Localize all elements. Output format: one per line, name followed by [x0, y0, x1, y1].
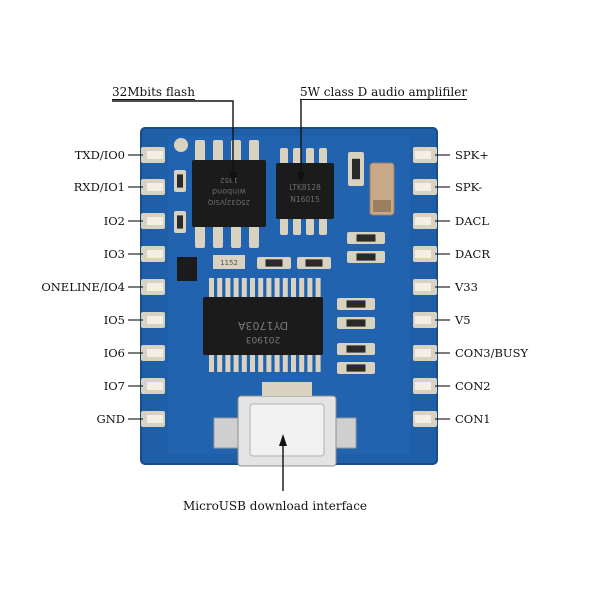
amp-chip-marking-2: N16015 — [290, 195, 320, 204]
chip-pin — [195, 226, 205, 248]
chip-pin — [258, 354, 264, 372]
pin-label-right: V5 — [455, 313, 471, 327]
chip-pin — [293, 218, 301, 235]
pin-label-left: IO3 — [103, 247, 125, 261]
flash-chip-marking-1: winbond — [212, 187, 246, 196]
chip-pin — [291, 354, 296, 372]
pin-label-right: CON1 — [455, 412, 491, 426]
chip-pin — [258, 278, 264, 298]
mounting-pad-top — [174, 138, 188, 152]
chip-pin — [282, 278, 288, 298]
pin-label-left: RXD/IO1 — [73, 180, 125, 194]
chip-pin — [217, 354, 223, 372]
flash-callout-label: 32Mbits flash — [112, 85, 195, 100]
chip-pin — [274, 278, 280, 298]
pin-label-right: SPK+ — [455, 148, 489, 162]
chip-pin — [280, 148, 288, 165]
decoder-chip-marking-1: DY1703A — [237, 319, 288, 332]
pin-leader-lines — [128, 154, 450, 420]
chip-pin — [213, 226, 223, 248]
callout-arrowheads — [229, 172, 305, 446]
chip-pin — [209, 354, 214, 372]
chip-pin — [274, 354, 280, 372]
chip-pin — [225, 278, 231, 298]
chip-pin — [217, 278, 223, 298]
callout-lines — [112, 100, 302, 491]
chip-pin — [291, 278, 296, 298]
flash-chip-marking-3: 1952 — [220, 176, 238, 184]
amp-callout-label: 5W class D audio amplifiler — [300, 85, 468, 100]
pin-label-right: DACL — [455, 214, 489, 228]
chip-pin — [315, 278, 321, 298]
chip-pin — [241, 278, 247, 298]
pin-label-right: V33 — [455, 280, 478, 294]
chip-pin — [233, 278, 239, 298]
flash-chip: winbond 25Q32JVSIQ 1952 — [192, 140, 266, 248]
pin-label-right: CON2 — [455, 379, 491, 393]
chip-pin — [266, 354, 272, 372]
pin-label-left: TXD/IO0 — [74, 148, 125, 162]
pin-label-left: IO5 — [103, 313, 125, 327]
chip-pin — [306, 218, 314, 235]
chip-pin — [299, 354, 305, 372]
decoder-chip-marking-2: 201903 — [246, 334, 280, 344]
chip-pin — [319, 148, 327, 165]
chip-pin — [307, 278, 313, 298]
chip-pin — [299, 278, 305, 298]
pin-label-left: IO2 — [103, 214, 125, 228]
pin-label-right: SPK- — [455, 180, 483, 194]
chip-pin — [195, 140, 205, 162]
passive-components — [174, 152, 385, 374]
left-pads — [141, 147, 165, 427]
chip-pin — [250, 278, 255, 298]
chip-pin — [209, 278, 214, 298]
pin-label-left: ONELINE/IO4 — [41, 280, 125, 294]
micro-usb-connector — [213, 382, 357, 467]
chip-pin — [315, 354, 321, 372]
pin-label-left: IO7 — [103, 379, 125, 393]
amp-chip-marking-1: LTK8128 — [289, 183, 321, 192]
amplifier-chip: LTK8128 N16015 — [276, 148, 334, 235]
flash-chip-marking-2: 25Q32JVSIQ — [207, 198, 250, 206]
pin-label-left: IO6 — [103, 346, 125, 360]
chip-pin — [307, 354, 313, 372]
small-ic — [213, 255, 245, 269]
chip-pin — [249, 140, 259, 162]
chip-pin — [282, 354, 288, 372]
transistor — [177, 257, 197, 281]
amp-callout-line — [300, 100, 302, 176]
chip-pin — [233, 354, 239, 372]
flash-callout-line — [112, 100, 234, 176]
chip-pin — [306, 148, 314, 165]
chip-pin — [250, 354, 255, 372]
usb-callout-label: MicroUSB download interface — [183, 499, 368, 513]
chip-pin — [231, 226, 241, 248]
chip-pin — [266, 278, 272, 298]
chip-pin — [213, 140, 223, 162]
small-ic-marking: 1152 — [220, 259, 238, 267]
chip-pin — [225, 354, 231, 372]
chip-pin — [241, 354, 247, 372]
chip-pin — [280, 218, 288, 235]
pin-label-right: CON3/BUSY — [455, 346, 529, 360]
chip-pin — [319, 218, 327, 235]
chip-pin — [293, 148, 301, 165]
pin-label-left: GND — [96, 412, 125, 426]
right-pads — [413, 147, 437, 427]
decoder-chip: DY1703A 201903 — [203, 278, 323, 372]
chip-pin — [249, 226, 259, 248]
pin-label-right: DACR — [455, 247, 490, 261]
